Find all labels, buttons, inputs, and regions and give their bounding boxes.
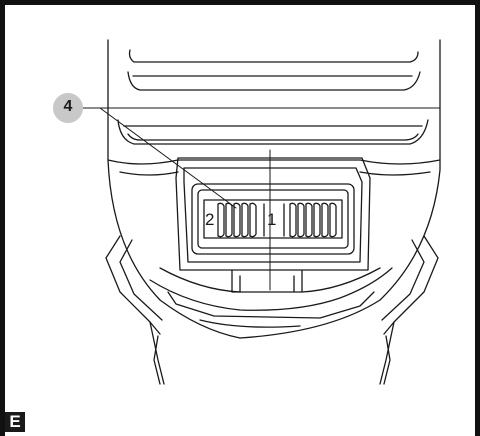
callout-circle xyxy=(53,93,83,123)
selector-marking-2: 2 xyxy=(205,210,215,229)
section-label: E xyxy=(5,412,25,432)
tool-body-outline-left xyxy=(107,39,241,339)
upper-vent-slot xyxy=(128,49,419,63)
switch-housing xyxy=(175,157,371,271)
selector-marking-1: 1 xyxy=(267,210,277,229)
slider-grip-left xyxy=(217,202,257,238)
callout-leader xyxy=(79,107,237,209)
callout-number: 4 xyxy=(63,98,73,115)
slider-grip-right xyxy=(289,202,337,238)
lower-vent-slot xyxy=(117,119,429,145)
selector-slider xyxy=(203,199,343,239)
left-foot xyxy=(105,235,165,385)
right-foot xyxy=(379,235,439,385)
lower-latch xyxy=(159,267,381,293)
tool-body-outline-right xyxy=(239,39,441,339)
